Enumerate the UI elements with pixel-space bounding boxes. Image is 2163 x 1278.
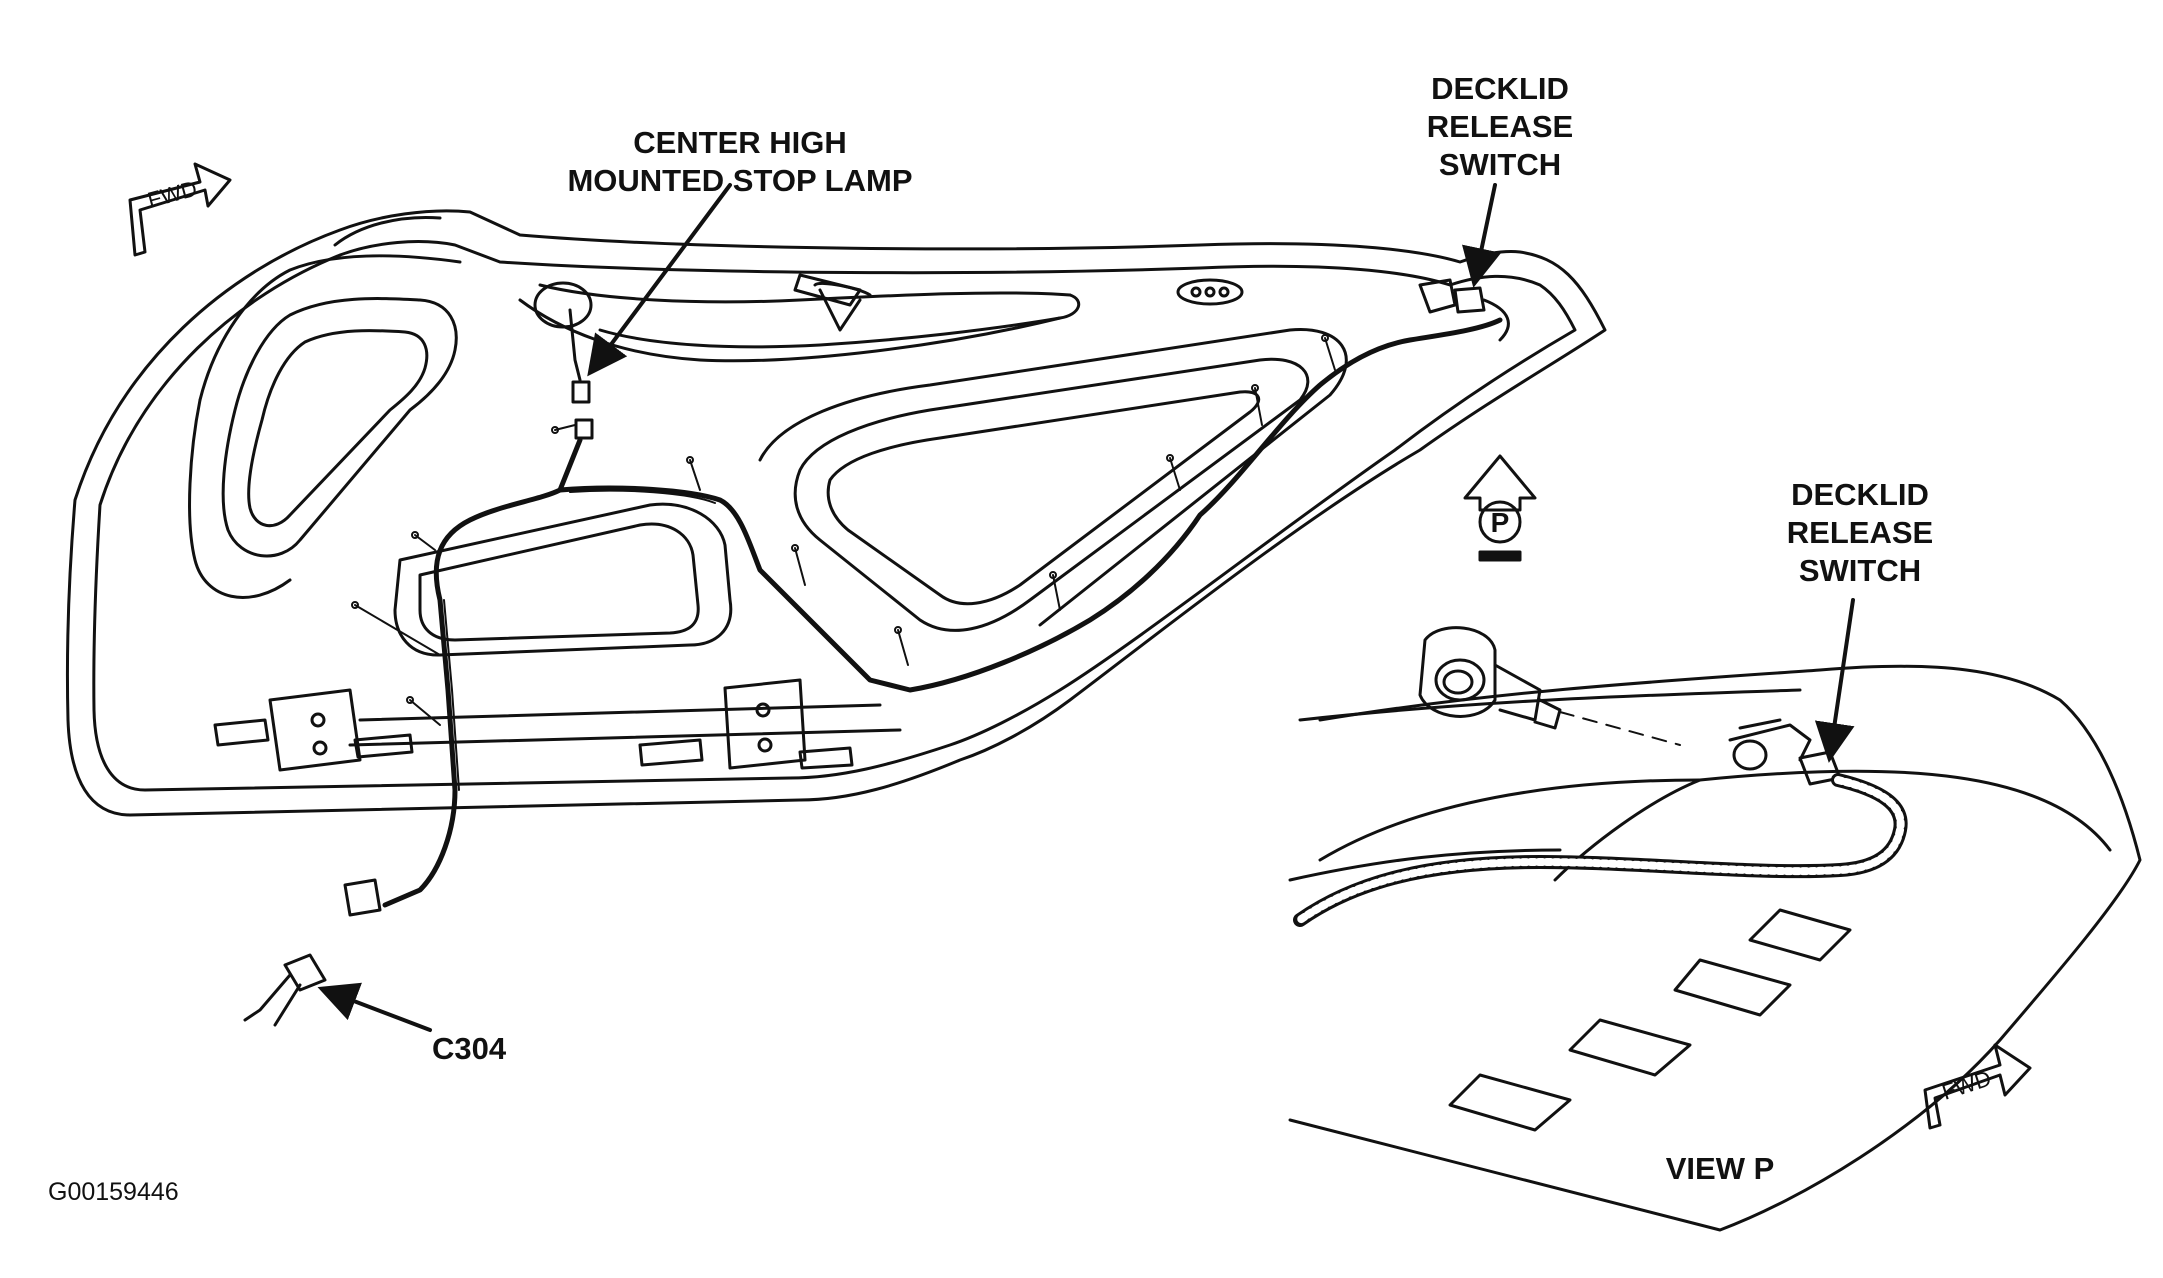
figure-id: G00159446: [48, 1178, 179, 1206]
view-p-lock-cylinder: [1418, 626, 1681, 746]
chmsl-mount-detail: [533, 273, 1244, 440]
fwd-label-top: FWD: [145, 176, 200, 213]
right-inner-cutout: [758, 327, 1348, 632]
leader-arrows: [317, 183, 1855, 1032]
chmsl-label: CENTER HIGH MOUNTED STOP LAMP: [567, 125, 913, 198]
harness-clips: [351, 334, 1336, 726]
connector-c304-label: C304: [432, 1031, 507, 1066]
left-inner-cutout: [188, 254, 462, 599]
hinge-bracket-right: [638, 678, 854, 770]
hinge-bracket-left: [213, 688, 414, 772]
fwd-arrow-top: [128, 162, 232, 257]
wiring-harness-main-inner: [443, 489, 716, 791]
fwd-arrow-bottom: [1923, 1043, 2032, 1130]
fwd-label-bottom: FWD: [1939, 1065, 1994, 1104]
wiring-harness-main: [382, 317, 1503, 908]
lower-center-well: [348, 502, 902, 747]
view-p-marker: [1463, 454, 1537, 562]
connector-c304: [243, 878, 382, 1027]
view-p-label: VIEW P: [1665, 1151, 1775, 1186]
decklid-release-switch-label-view: DECKLID RELEASE SWITCH: [1786, 477, 1934, 588]
decklid-release-switch-label-top: DECKLID RELEASE SWITCH: [1426, 71, 1574, 182]
view-p-harness-core: [1296, 776, 1905, 924]
decklid-panel-outline: [65, 209, 1607, 817]
upper-trough: [518, 283, 1081, 363]
view-p-marker-letter: P: [1491, 507, 1510, 538]
release-switch-main: [1418, 278, 1510, 342]
view-p-harness: [1293, 773, 1908, 927]
view-p-decklid: [1288, 664, 2142, 1232]
